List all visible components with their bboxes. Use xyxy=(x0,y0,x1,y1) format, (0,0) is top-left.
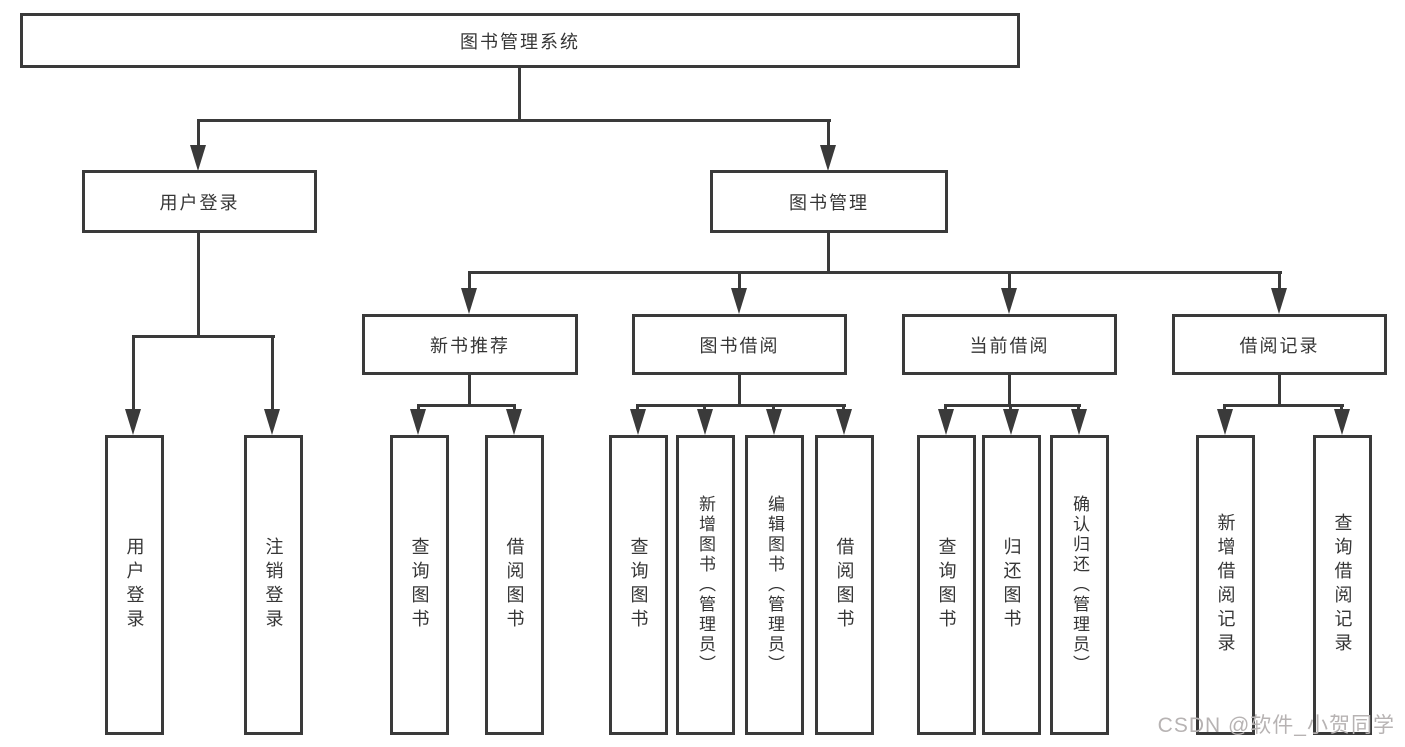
leaf-label: 查询借阅记录 xyxy=(1332,513,1353,657)
arrow-down-icon xyxy=(461,288,477,314)
node-current-borrowing: 当前借阅 xyxy=(902,314,1117,375)
leaf-nb-borrow-books: 借阅图书 xyxy=(485,435,544,735)
leaf-bb-edit-books-admin: 编辑图书（管理员） xyxy=(745,435,804,735)
connector-line xyxy=(827,233,830,274)
leaf-label: 借阅图书 xyxy=(834,537,855,633)
connector-line xyxy=(703,404,706,410)
connector-line xyxy=(469,271,1282,274)
connector-line xyxy=(513,404,516,410)
arrow-down-icon xyxy=(766,409,782,435)
arrow-down-icon xyxy=(1217,409,1233,435)
arrow-down-icon xyxy=(836,409,852,435)
leaf-cb-query-books: 查询图书 xyxy=(917,435,976,735)
arrow-down-icon xyxy=(264,409,280,435)
node-user-login: 用户登录 xyxy=(82,170,317,233)
connector-line xyxy=(636,404,639,410)
arrow-down-icon xyxy=(1071,409,1087,435)
connector-line xyxy=(827,119,830,147)
node-book-borrowing: 图书借阅 xyxy=(632,314,847,375)
leaf-label: 用户登录 xyxy=(124,537,145,633)
connector-line xyxy=(468,271,471,289)
node-label: 新书推荐 xyxy=(430,335,510,356)
csdn-watermark: CSDN @软件_小贺同学 xyxy=(1157,714,1395,737)
leaf-label: 新增借阅记录 xyxy=(1215,513,1236,657)
node-label: 图书借阅 xyxy=(699,335,780,356)
leaf-label: 查询图书 xyxy=(628,537,649,633)
arrow-down-icon xyxy=(820,145,836,171)
leaf-label: 查询图书 xyxy=(936,537,957,633)
arrow-down-icon xyxy=(190,145,206,171)
connector-line xyxy=(1340,404,1343,410)
leaf-br-query-borrow-record: 查询借阅记录 xyxy=(1313,435,1372,735)
arrow-down-icon xyxy=(1334,409,1350,435)
connector-line xyxy=(1009,404,1012,410)
leaf-bb-add-books-admin: 新增图书（管理员） xyxy=(676,435,735,735)
node-label: 图书管理系统 xyxy=(460,31,580,52)
leaf-bb-borrow-books: 借阅图书 xyxy=(815,435,874,735)
connector-line xyxy=(1223,404,1226,410)
node-root-library-system: 图书管理系统 xyxy=(20,13,1020,68)
leaf-cb-confirm-return-admin: 确认归还（管理员） xyxy=(1050,435,1109,735)
node-label: 图书管理 xyxy=(789,192,869,213)
node-new-book-recommend: 新书推荐 xyxy=(362,314,578,375)
connector-line xyxy=(518,67,521,121)
connector-line xyxy=(944,404,1081,407)
connector-line xyxy=(944,404,947,410)
connector-line xyxy=(842,404,845,410)
connector-line xyxy=(1008,271,1011,289)
arrow-down-icon xyxy=(731,288,747,314)
arrow-down-icon xyxy=(410,409,426,435)
connector-line xyxy=(133,335,275,338)
node-label: 用户登录 xyxy=(159,192,240,213)
connector-line xyxy=(772,404,775,410)
leaf-label: 新增图书（管理员） xyxy=(696,495,715,675)
connector-line xyxy=(197,233,200,338)
leaf-br-add-borrow-record: 新增借阅记录 xyxy=(1196,435,1255,735)
arrow-down-icon xyxy=(697,409,713,435)
connector-line xyxy=(418,404,516,407)
arrow-down-icon xyxy=(1271,288,1287,314)
arrow-down-icon xyxy=(506,409,522,435)
leaf-label: 编辑图书（管理员） xyxy=(765,495,784,675)
leaf-bb-query-books: 查询图书 xyxy=(609,435,668,735)
connector-line xyxy=(738,271,741,289)
connector-line xyxy=(132,335,135,409)
connector-line xyxy=(1077,404,1080,410)
connector-line xyxy=(197,119,200,147)
arrow-down-icon xyxy=(1001,288,1017,314)
connector-line xyxy=(1008,374,1011,407)
leaf-logout: 注销登录 xyxy=(244,435,303,735)
leaf-cb-return-books: 归还图书 xyxy=(982,435,1041,735)
connector-line xyxy=(197,119,831,122)
node-label: 借阅记录 xyxy=(1239,335,1320,356)
leaf-label: 归还图书 xyxy=(1001,537,1022,633)
leaf-user-login: 用户登录 xyxy=(105,435,164,735)
connector-line xyxy=(271,335,274,409)
connector-line xyxy=(636,404,846,407)
node-label: 当前借阅 xyxy=(969,335,1050,356)
connector-line xyxy=(417,404,420,410)
arrow-down-icon xyxy=(630,409,646,435)
connector-line xyxy=(1278,271,1281,289)
arrow-down-icon xyxy=(938,409,954,435)
node-borrowing-records: 借阅记录 xyxy=(1172,314,1387,375)
connector-line xyxy=(1278,374,1281,407)
leaf-nb-query-books: 查询图书 xyxy=(390,435,449,735)
connector-line xyxy=(1223,404,1344,407)
leaf-label: 借阅图书 xyxy=(504,537,525,633)
connector-line xyxy=(468,374,471,407)
node-book-management: 图书管理 xyxy=(710,170,948,233)
connector-line xyxy=(738,374,741,407)
arrow-down-icon xyxy=(1003,409,1019,435)
arrow-down-icon xyxy=(125,409,141,435)
leaf-label: 确认归还（管理员） xyxy=(1070,495,1089,675)
leaf-label: 注销登录 xyxy=(263,537,284,633)
leaf-label: 查询图书 xyxy=(409,537,430,633)
